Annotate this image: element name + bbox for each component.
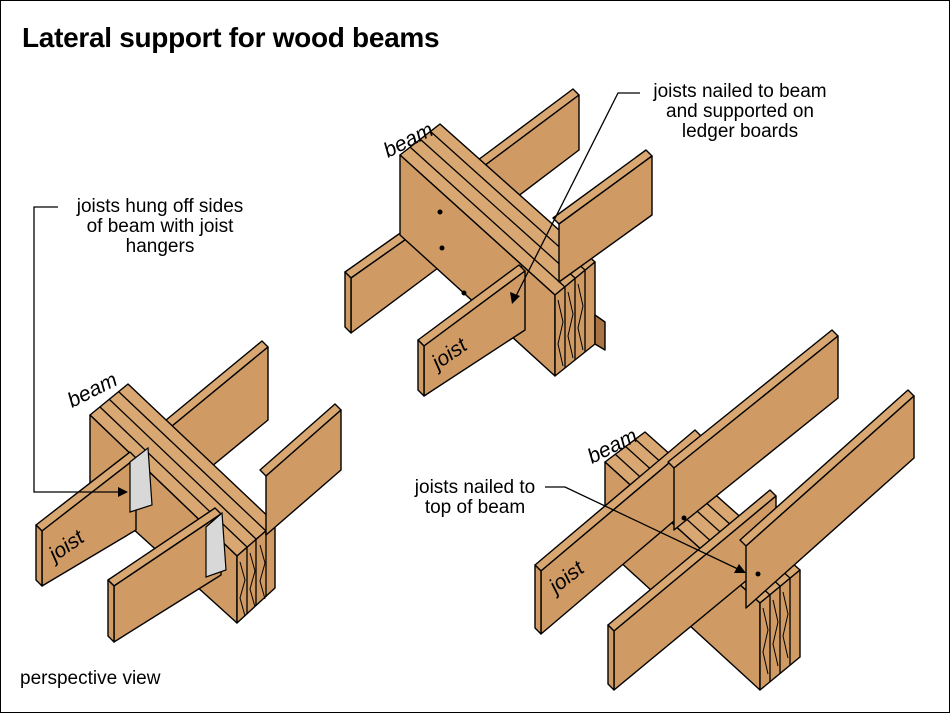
leader-top bbox=[545, 486, 741, 571]
joist-end bbox=[344, 271, 352, 334]
callout-line: ledger boards bbox=[681, 121, 799, 142]
leader-arrowhead bbox=[734, 564, 746, 573]
assembly-ledger-boards: beam joist bbox=[344, 88, 653, 397]
beam-ply-line bbox=[409, 146, 566, 288]
joist-end bbox=[607, 624, 615, 691]
nail bbox=[461, 290, 467, 296]
callout-line: joists nailed to bbox=[414, 477, 536, 498]
end-grain bbox=[577, 283, 584, 351]
callout-line: and supported on bbox=[666, 101, 814, 122]
end-grain bbox=[239, 561, 246, 617]
leader-hangers bbox=[33, 206, 122, 493]
joist-2-end bbox=[107, 579, 115, 643]
far-joist-side bbox=[265, 409, 342, 536]
diagram-title: Lateral support for wood beams bbox=[22, 22, 440, 53]
assembly-joist-hangers: beam joist bbox=[35, 340, 342, 643]
beam-ply-line bbox=[118, 391, 267, 532]
callout-ledger-boards: joists nailed to beam and supported on l… bbox=[640, 82, 840, 142]
callout-line: top of beam bbox=[424, 497, 526, 518]
joist-1-end bbox=[35, 524, 43, 587]
nail bbox=[437, 209, 443, 215]
nail bbox=[755, 571, 761, 577]
ledger-board bbox=[594, 314, 606, 351]
end-grain bbox=[772, 599, 779, 667]
joist-hanger bbox=[129, 446, 153, 513]
end-grain bbox=[249, 552, 256, 608]
joist-end bbox=[534, 564, 542, 635]
callout-line: hangers bbox=[125, 236, 195, 257]
leader-arrowhead bbox=[510, 292, 520, 304]
joist-1-side bbox=[41, 457, 137, 587]
nail bbox=[439, 245, 445, 251]
callout-line: joists nailed to beam bbox=[653, 81, 827, 102]
joist-hanger bbox=[205, 511, 227, 578]
joist-side bbox=[558, 155, 653, 283]
end-grain bbox=[762, 607, 769, 675]
end-grain bbox=[782, 591, 789, 659]
end-grain bbox=[259, 544, 266, 600]
joist-end bbox=[417, 339, 425, 397]
callout-line: joists hung off sides bbox=[76, 196, 244, 217]
callout-joist-hangers: joists hung off sides of beam with joist… bbox=[60, 197, 260, 257]
end-grain bbox=[557, 299, 564, 367]
view-caption: perspective view bbox=[20, 668, 161, 689]
beam-ply-line bbox=[419, 138, 576, 279]
end-grain bbox=[567, 291, 574, 359]
callout-top-of-beam: joists nailed to top of beam bbox=[395, 478, 555, 518]
joist-side bbox=[745, 395, 915, 609]
leader-ledger bbox=[514, 92, 640, 299]
assembly-top-nailed: beam joist bbox=[534, 329, 915, 691]
beam-ply-line bbox=[108, 398, 257, 540]
joist-side bbox=[673, 335, 839, 531]
callout-line: of beam with joist bbox=[86, 216, 234, 237]
leader-arrowhead bbox=[118, 487, 128, 497]
nail bbox=[681, 515, 687, 521]
